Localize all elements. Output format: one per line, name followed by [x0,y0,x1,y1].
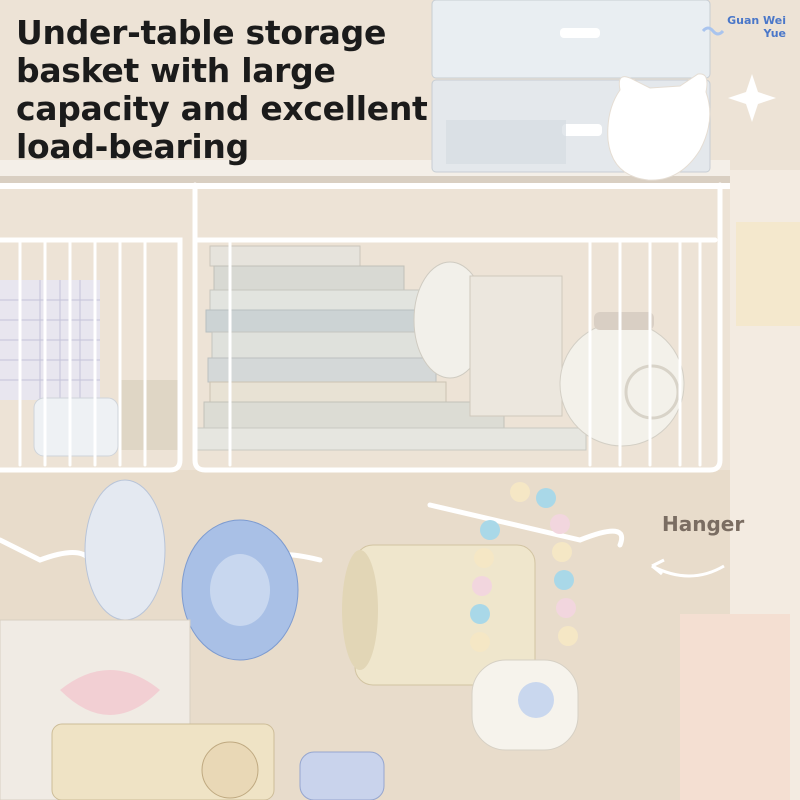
brand-logo: Guan Wei Yue [702,14,786,40]
headline-line-3: capacity and excellent [16,89,428,128]
desk-edge-shadow [0,176,730,186]
mug-handle [342,550,378,670]
scrunchie-inner [210,554,270,626]
brand-name-line-2: Yue [763,27,786,40]
calendar-heart [60,670,160,715]
drawer-contents [446,120,566,164]
box-organizer [469,275,563,417]
drawer-top [431,0,711,79]
book-stack [195,245,587,451]
wall-postcard [680,614,790,800]
container-lid [594,312,654,330]
container-dial [624,364,680,420]
brand-name-line-1: Guan Wei [727,14,786,27]
brand-logo-icon [702,26,724,36]
hanger-arrow [651,564,725,578]
books-left [120,380,180,450]
wall-sticker [736,222,800,326]
washi-tape-roll [33,397,119,457]
patterned-pouch [84,479,166,621]
wire-basket-right [192,182,723,473]
headline-line-1: Under-table storage [16,13,387,52]
plaid-lines [0,280,100,400]
radio-dial [201,741,259,799]
round-container [559,321,685,447]
cat-sticker [607,73,711,181]
drawer-handle-bottom [562,124,602,136]
hanger-hook [427,502,624,548]
headline-line-4: load-bearing [16,127,249,166]
drawer-handle-top [560,28,600,38]
bead-strap [470,482,578,652]
bear-sticker [518,682,554,718]
wire-basket-left [0,237,183,473]
headline-line-2: basket with large [16,51,336,90]
hanger-arrow-head [651,558,665,576]
sparkle-icon [728,74,776,122]
hanger-label: Hanger [662,512,745,536]
headline: Under-table storage basket with large ca… [16,14,446,166]
jar-lid [299,751,385,800]
